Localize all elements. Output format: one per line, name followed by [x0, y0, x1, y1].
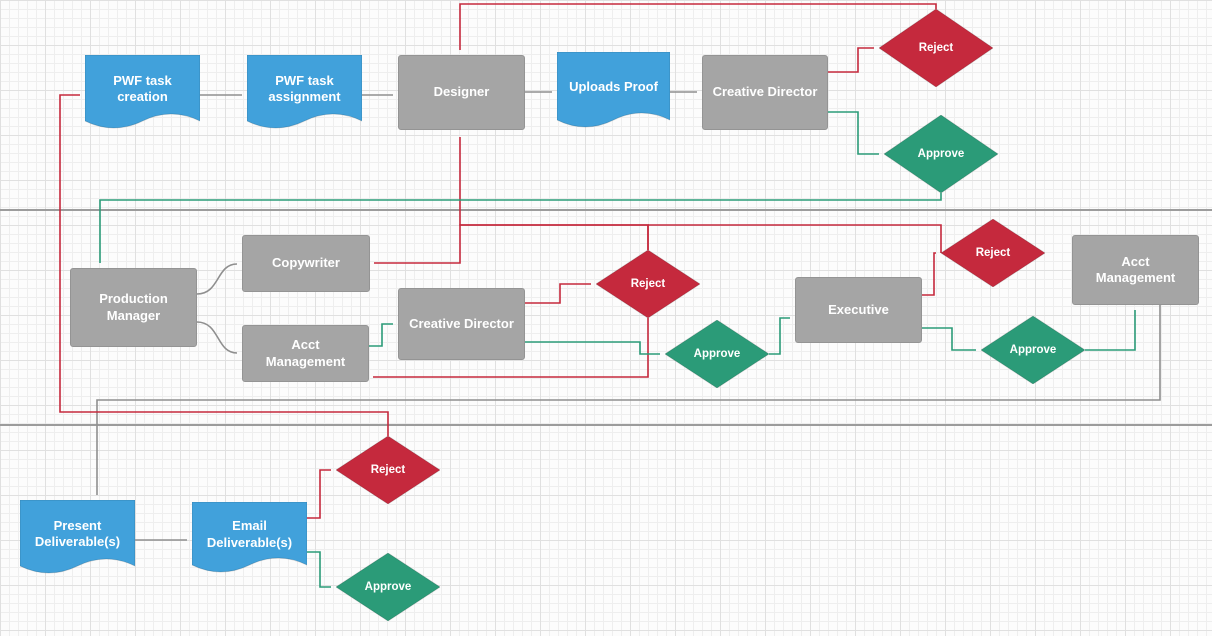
node-label: PWF task assignment [268, 72, 341, 104]
node-reject-1[interactable]: Reject [879, 9, 993, 87]
node-label: Reject [975, 246, 1011, 259]
node-label: PWF task creation [113, 72, 172, 104]
node-approve-4[interactable]: Approve [336, 553, 440, 621]
node-label: Reject [918, 41, 954, 54]
node-label: Reject [630, 277, 666, 290]
connector-reject1-to-designer-top [459, 3, 937, 50]
node-label: Uploads Proof [569, 78, 658, 94]
node-label: Acct Management [1095, 253, 1176, 285]
node-designer[interactable]: Designer [398, 55, 525, 130]
connector-reject3-return [648, 224, 942, 253]
document-shape [557, 52, 670, 128]
diamond-shape [665, 320, 769, 388]
connector-reject4-to-task-creation [59, 94, 389, 436]
node-label: Designer [433, 84, 490, 100]
node-label: Copywriter [272, 255, 340, 271]
node-creative-director-2[interactable]: Creative Director [398, 288, 525, 360]
connector-approve1-to-production-manager [99, 193, 942, 263]
connector-approve2-to-executive [769, 317, 790, 355]
node-uploads-proof[interactable]: Uploads Proof [557, 52, 670, 134]
node-label: Creative Director [712, 84, 818, 100]
document-shape [192, 502, 307, 573]
node-pwf-task-assignment[interactable]: PWF task assignment [247, 55, 362, 135]
connector-production-manager-to-copywriter [196, 263, 238, 295]
connector-reject2-to-copywriter [374, 224, 649, 264]
node-label: Reject [370, 463, 406, 476]
node-pwf-task-creation[interactable]: PWF task creation [85, 55, 200, 135]
node-reject-4[interactable]: Reject [336, 436, 440, 504]
node-executive[interactable]: Executive [795, 277, 922, 343]
connector-email-to-approve4 [307, 551, 331, 588]
connector-executive-to-approve3 [922, 327, 976, 351]
document-shape [20, 500, 135, 574]
document-shape [85, 55, 200, 129]
node-label: Acct Management [265, 337, 346, 369]
node-label: Email Deliverable(s) [206, 518, 293, 550]
node-reject-2[interactable]: Reject [596, 250, 700, 318]
connector-creative-director1-to-approve1 [828, 111, 879, 155]
diamond-shape [596, 250, 700, 318]
node-approve-2[interactable]: Approve [665, 320, 769, 388]
connector-creative-director2-to-reject2 [525, 283, 591, 304]
node-label: Present Deliverable(s) [34, 517, 121, 549]
node-label: Executive [828, 301, 889, 317]
diamond-shape [336, 553, 440, 621]
diamond-shape [941, 219, 1045, 287]
connector-acct-management1-to-creative-director2 [369, 323, 393, 347]
connector-creative-director2-to-approve2 [525, 341, 660, 355]
node-reject-3[interactable]: Reject [941, 219, 1045, 287]
node-production-manager[interactable]: Production Manager [70, 268, 197, 347]
connector-reject2-to-designer-bottom [459, 137, 649, 250]
node-label: Approve [917, 147, 965, 160]
node-present-deliverables[interactable]: Present Deliverable(s) [20, 500, 135, 580]
diamond-shape [981, 316, 1085, 384]
connector-email-to-reject4 [307, 469, 331, 519]
node-approve-3[interactable]: Approve [981, 316, 1085, 384]
node-email-deliverables[interactable]: Email Deliverable(s) [192, 502, 307, 579]
connector-creative-director1-to-reject1 [828, 47, 874, 73]
node-acct-management-1[interactable]: Acct Management [242, 325, 369, 382]
node-label: Production Manager [99, 291, 168, 323]
node-label: Approve [1009, 343, 1057, 356]
node-label: Approve [693, 347, 741, 360]
node-label: Approve [364, 580, 412, 593]
node-approve-1[interactable]: Approve [884, 115, 998, 193]
document-shape [247, 55, 362, 129]
connector-executive-to-reject3 [922, 252, 936, 296]
node-copywriter[interactable]: Copywriter [242, 235, 370, 292]
diamond-shape [884, 115, 998, 193]
node-acct-management-2[interactable]: Acct Management [1072, 235, 1199, 305]
node-creative-director-1[interactable]: Creative Director [702, 55, 828, 130]
connector-approve3-to-acct-management2 [1085, 310, 1136, 351]
diamond-shape [879, 9, 993, 87]
node-label: Creative Director [409, 315, 514, 331]
diamond-shape [336, 436, 440, 504]
connector-reject2-to-acct-management1 [373, 318, 649, 378]
connector-acct-management2-to-present-deliverables [96, 305, 1161, 495]
connector-production-manager-to-acct-management [196, 321, 238, 354]
